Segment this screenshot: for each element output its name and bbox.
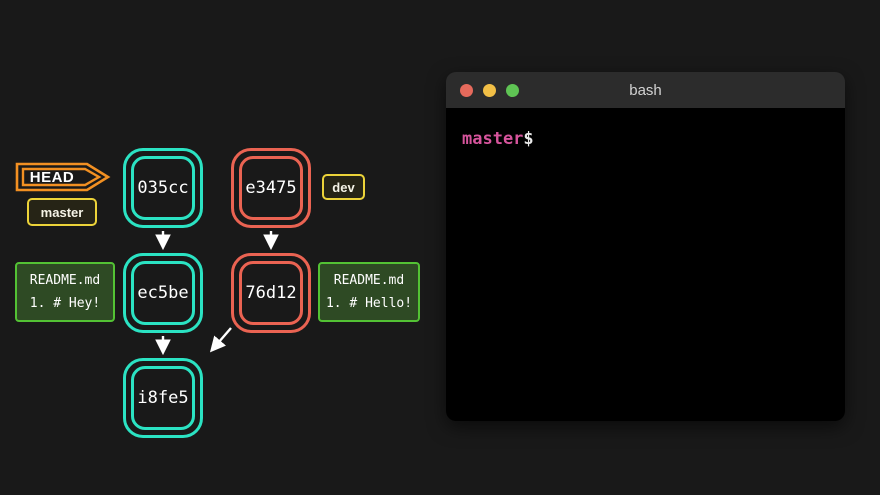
file-name: README.md [29,273,101,288]
commit-id: 76d12 [239,261,303,325]
maximize-button[interactable] [506,83,519,97]
file-content-line: 1. # Hey! [29,296,101,311]
head-arrow-icon [15,162,111,192]
prompt-symbol: $ [523,129,534,149]
prompt-branch: master [462,129,524,149]
arrow-76d12-to-i8fe5 [209,327,232,353]
terminal-window: bash master$ [446,72,845,421]
minimize-button[interactable] [483,83,496,97]
file-name: README.md [333,273,405,288]
file-content-line: 1. # Hello! [325,296,413,311]
commit-id: e3475 [239,156,303,220]
branch-label-dev[interactable]: dev [322,174,365,200]
file-box-readme-hey: README.md 1. # Hey! [15,262,115,322]
commit-node-e3475[interactable]: e3475 [231,148,311,228]
close-button[interactable] [460,83,473,97]
terminal-title: bash [629,81,662,99]
branch-label-master[interactable]: master [27,198,97,226]
terminal-titlebar[interactable]: bash [446,72,845,108]
commit-id: i8fe5 [131,366,195,430]
commit-id: ec5be [131,261,195,325]
commit-node-i8fe5[interactable]: i8fe5 [123,358,203,438]
commit-node-035cc[interactable]: 035cc [123,148,203,228]
commit-id: 035cc [131,156,195,220]
head-pointer: HEAD [15,161,111,193]
commit-node-ec5be[interactable]: ec5be [123,253,203,333]
file-box-readme-hello: README.md 1. # Hello! [318,262,420,322]
commit-node-76d12[interactable]: 76d12 [231,253,311,333]
window-controls [460,83,519,97]
head-label: HEAD [29,168,75,186]
terminal-body[interactable]: master$ [446,108,845,421]
